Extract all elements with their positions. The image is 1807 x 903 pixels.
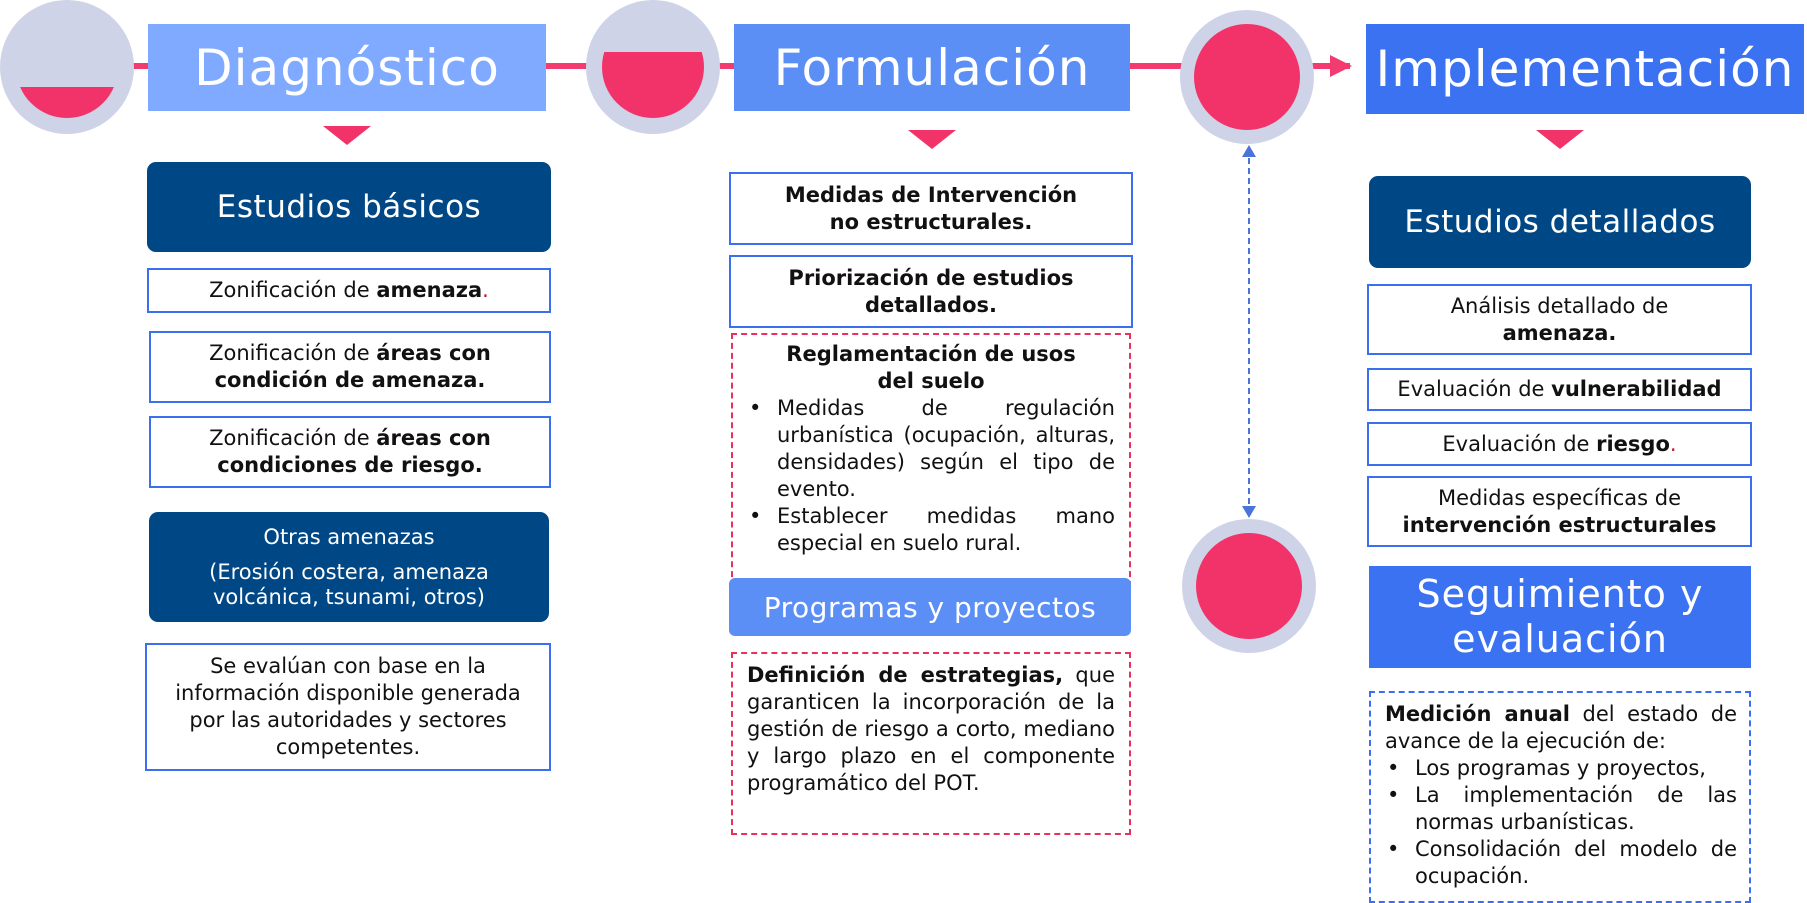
list-item: Medidas de regulación urbanística (ocupa…: [747, 395, 1115, 503]
stage-circle-formulacion: [586, 0, 720, 134]
stage-title-diagnostico: Diagnóstico: [148, 24, 546, 111]
reglamentacion-title: Reglamentación de usos del suelo: [786, 342, 1076, 393]
otras-amenazas-title: Otras amenazas: [263, 524, 435, 549]
progress-fill-seguimiento: [1196, 533, 1302, 639]
arrow-down-formulacion: [908, 130, 956, 149]
seguimiento-evaluacion-title: Seguimiento y evaluación: [1369, 566, 1751, 668]
list-item: La implementación de las normas urbaníst…: [1385, 782, 1737, 836]
estrategias-text: Definición de estrategias, que garantice…: [747, 663, 1115, 795]
stage-circle-seguimiento: [1182, 519, 1316, 653]
diag-item-2: Zonificación de áreas con condición de a…: [149, 331, 551, 403]
list-item: Consolidación del modelo de ocupación.: [1385, 836, 1737, 890]
arrow-down-implementacion: [1536, 130, 1584, 149]
diag-item-3: Zonificación de áreas con condiciones de…: [149, 416, 551, 488]
impl-item-3: Evaluación de riesgo.: [1367, 422, 1752, 466]
reglamentacion-list: Medidas de regulación urbanística (ocupa…: [747, 395, 1115, 557]
diag-note-text: Se evalúan con base en la información di…: [175, 654, 521, 759]
connector-arrow-down: [1242, 506, 1256, 518]
connector-arrow-up: [1242, 145, 1256, 157]
estudios-detallados-header: Estudios detallados: [1369, 176, 1751, 268]
otras-amenazas-detail: (Erosión costera, amenaza volcánica, tsu…: [209, 559, 489, 609]
stage-title-implementacion: Implementación: [1366, 24, 1804, 114]
impl-item-2: Evaluación de vulnerabilidad: [1367, 368, 1752, 411]
impl-item-4: Medidas específicas de intervención estr…: [1367, 476, 1752, 547]
stage-title-formulacion: Formulación: [734, 24, 1130, 111]
stage-circle-diagnostico: [0, 0, 134, 134]
form-box-priorizacion: Priorización de estudios detallados.: [729, 255, 1133, 328]
estudios-basicos-header: Estudios básicos: [147, 162, 551, 252]
progress-fill-formulacion: [602, 51, 704, 118]
estudios-basicos-label: Estudios básicos: [216, 189, 482, 225]
otras-amenazas-block: Otras amenazas (Erosión costera, amenaza…: [149, 512, 549, 622]
seguimiento-box: Medición anual del estado de avance de l…: [1369, 691, 1751, 903]
estudios-detallados-label: Estudios detallados: [1404, 204, 1716, 240]
seguimiento-text: Medición anual del estado de avance de l…: [1385, 702, 1737, 753]
progress-fill-diagnostico: [16, 87, 118, 118]
dashed-connector: [1248, 158, 1250, 504]
form-box-medidas-text: Medidas de Intervención no estructurales…: [784, 182, 1078, 234]
arrow-down-diagnostico: [323, 126, 371, 145]
diag-note: Se evalúan con base en la información di…: [145, 643, 551, 771]
estrategias-box: Definición de estrategias, que garantice…: [731, 652, 1131, 835]
timeline-line: [110, 63, 1350, 69]
programas-proyectos-label: Programas y proyectos: [729, 578, 1131, 636]
list-item: Establecer medidas mano especial en suel…: [747, 503, 1115, 557]
seguimiento-list: Los programas y proyectos, La implementa…: [1385, 755, 1737, 890]
diag-item-1: Zonificación de amenaza.: [147, 268, 551, 313]
timeline-arrow-head: [1330, 55, 1352, 77]
list-item: Los programas y proyectos,: [1385, 755, 1737, 782]
form-box-priorizacion-text: Priorización de estudios detallados.: [788, 265, 1074, 317]
reglamentacion-box: Reglamentación de usos del suelo Medidas…: [731, 333, 1131, 597]
form-box-medidas: Medidas de Intervención no estructurales…: [729, 172, 1133, 245]
stage-circle-implementacion: [1180, 10, 1314, 144]
progress-fill-implementacion: [1194, 24, 1300, 130]
impl-item-1: Análisis detallado de amenaza.: [1367, 284, 1752, 355]
